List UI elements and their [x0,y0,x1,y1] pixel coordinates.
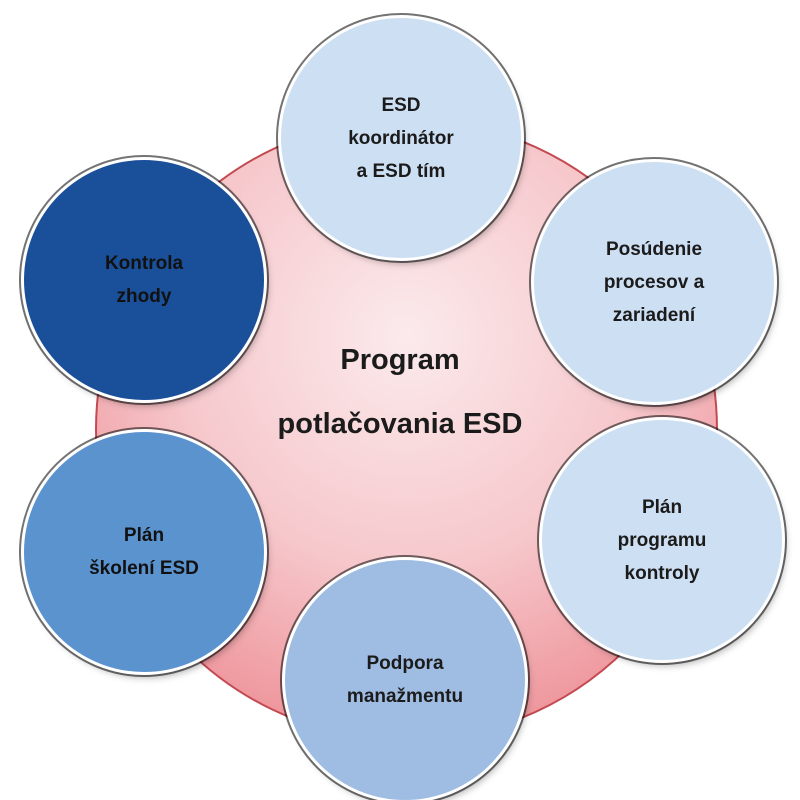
node-control-program-plan-label: Plán programu kontroly [617,496,707,584]
node-esd-coordinator: ESD koordinátor a ESD tím [281,18,521,258]
node-process-assessment: Posúdenie procesov a zariadení [534,162,774,402]
node-training-plan: Plán školení ESD [24,432,264,672]
center-title-line2: potlačovania ESD [277,408,523,440]
node-control-program-plan: Plán programu kontroly [542,420,782,660]
node-compliance-check: Kontrola zhody [24,160,264,400]
node-esd-coordinator-label: ESD koordinátor a ESD tím [348,94,454,182]
center-title-line1: Program [340,344,460,376]
node-training-plan-label: Plán školení ESD [89,525,199,579]
node-process-assessment-label: Posúdenie procesov a zariadení [603,238,705,326]
node-management-support-label: Podpora manažmentu [346,653,464,707]
center-title: Program potlačovania ESD [230,328,570,456]
node-compliance-check-label: Kontrola zhody [104,253,184,307]
node-management-support: Podpora manažmentu [285,560,525,800]
